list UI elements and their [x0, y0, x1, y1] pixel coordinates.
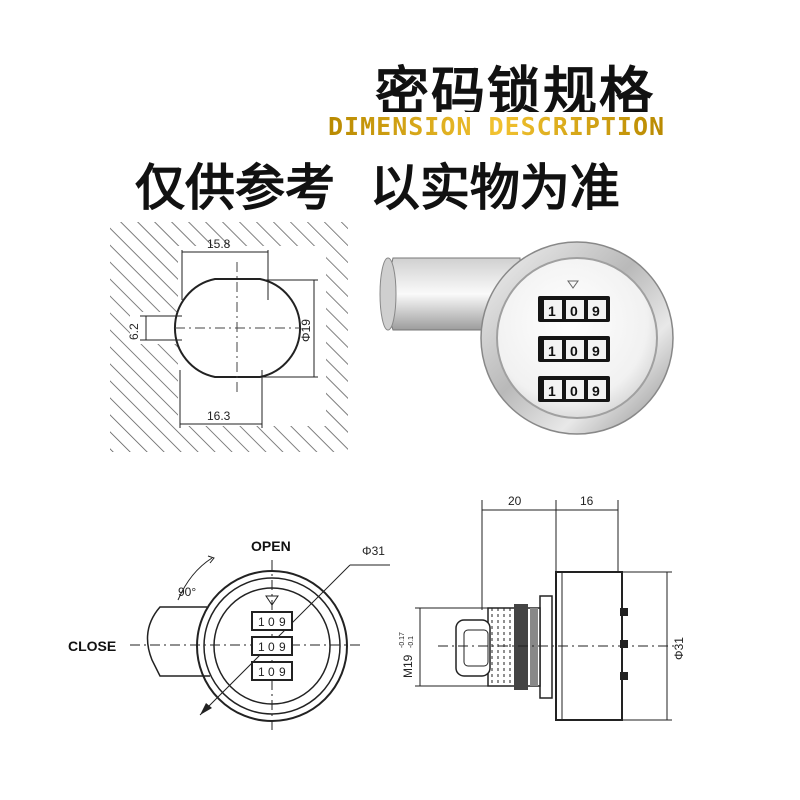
dim-thread-size: M19	[401, 654, 415, 678]
dim-thread-tolerance-bottom: -0.1	[408, 636, 415, 648]
front-dial-row-1: 1 0 9	[251, 611, 293, 631]
dim-diameter: Φ19	[299, 319, 313, 342]
dim-width-bottom: 16.3	[207, 409, 231, 423]
photo-dial-2-digit-3: 9	[592, 343, 600, 359]
front-dial-2-digit-1: 1	[258, 640, 265, 654]
rotation-angle-label: 90°	[178, 585, 196, 599]
side-view-drawing	[415, 500, 678, 721]
photo-dial-3-digit-3: 9	[592, 383, 600, 399]
photo-dial-2-digit-1: 1	[548, 343, 556, 359]
photo-dial-2-digit-2: 0	[570, 343, 578, 359]
photo-dial-1-digit-3: 9	[592, 303, 600, 319]
open-label: OPEN	[251, 538, 291, 554]
photo-dial-row-2: 1 0 9	[538, 336, 610, 362]
front-dial-2-digit-3: 9	[279, 640, 286, 654]
photo-dial-3-digit-1: 1	[548, 383, 556, 399]
spec-title-english-text: DIMENSION DESCRIPTION	[328, 112, 666, 141]
front-dial-3-digit-3: 9	[279, 665, 286, 679]
photo-dial-1-digit-2: 0	[570, 303, 578, 319]
product-photo: 1 0 9 1 0 9 1 0 9	[379, 241, 674, 435]
close-label: CLOSE	[68, 638, 116, 654]
front-dial-3-digit-2: 0	[268, 665, 275, 679]
dim-front-length: 16	[580, 494, 594, 508]
spec-title-english: DIMENSION DESCRIPTION	[328, 112, 673, 142]
dim-width-top: 15.8	[207, 237, 231, 251]
dim-flat-height: 6.2	[127, 323, 141, 340]
front-dial-1-digit-1: 1	[258, 615, 265, 629]
front-dial-1-digit-3: 9	[279, 615, 286, 629]
photo-dial-1-digit-1: 1	[548, 303, 556, 319]
photo-dial-3-digit-2: 0	[570, 383, 578, 399]
cutout-drawing: 15.8 16.3 6.2 Φ19	[110, 222, 348, 452]
dim-side-diameter: Φ31	[672, 637, 686, 660]
front-dial-3-digit-1: 1	[258, 665, 265, 679]
indicator-triangle	[567, 280, 579, 289]
dim-thread-tolerance-top: -0.17	[399, 632, 406, 648]
front-dial-1-digit-2: 0	[268, 615, 275, 629]
front-dial-row-2: 1 0 9	[251, 636, 293, 656]
photo-dial-row-1: 1 0 9	[538, 296, 610, 322]
front-dial-2-digit-2: 0	[268, 640, 275, 654]
dim-body-length: 20	[508, 494, 522, 508]
reference-disclaimer: 仅供参考 以实物为准	[135, 159, 620, 217]
photo-dial-row-3: 1 0 9	[538, 376, 610, 402]
front-diameter-label: Φ31	[362, 544, 385, 558]
front-dial-row-3: 1 0 9	[251, 661, 293, 681]
